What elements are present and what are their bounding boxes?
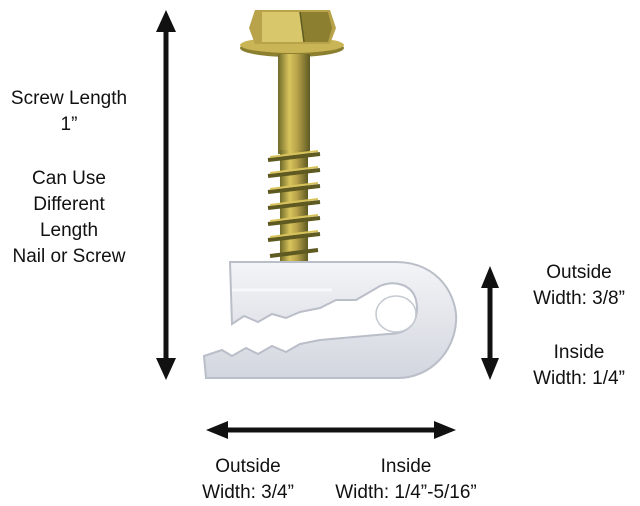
inside-width-label: Inside Width: 1/4”-5/16” <box>335 456 477 503</box>
cable-clip <box>202 261 458 379</box>
outside-width-label: Outside Width: 3/4” <box>202 456 294 503</box>
clip-width-arrow <box>206 421 456 439</box>
screw <box>240 10 344 262</box>
screw-length-arrow <box>156 10 176 380</box>
screw-length-label: Screw Length 1” <box>10 88 128 135</box>
outside-height-label: Outside Width: 3/8” <box>533 262 625 309</box>
inside-height-label: Inside Width: 1/4” <box>533 342 625 389</box>
clip-height-arrow <box>481 266 499 380</box>
nail-or-screw-label: Can Use Different Length Nail or Screw <box>12 168 126 267</box>
